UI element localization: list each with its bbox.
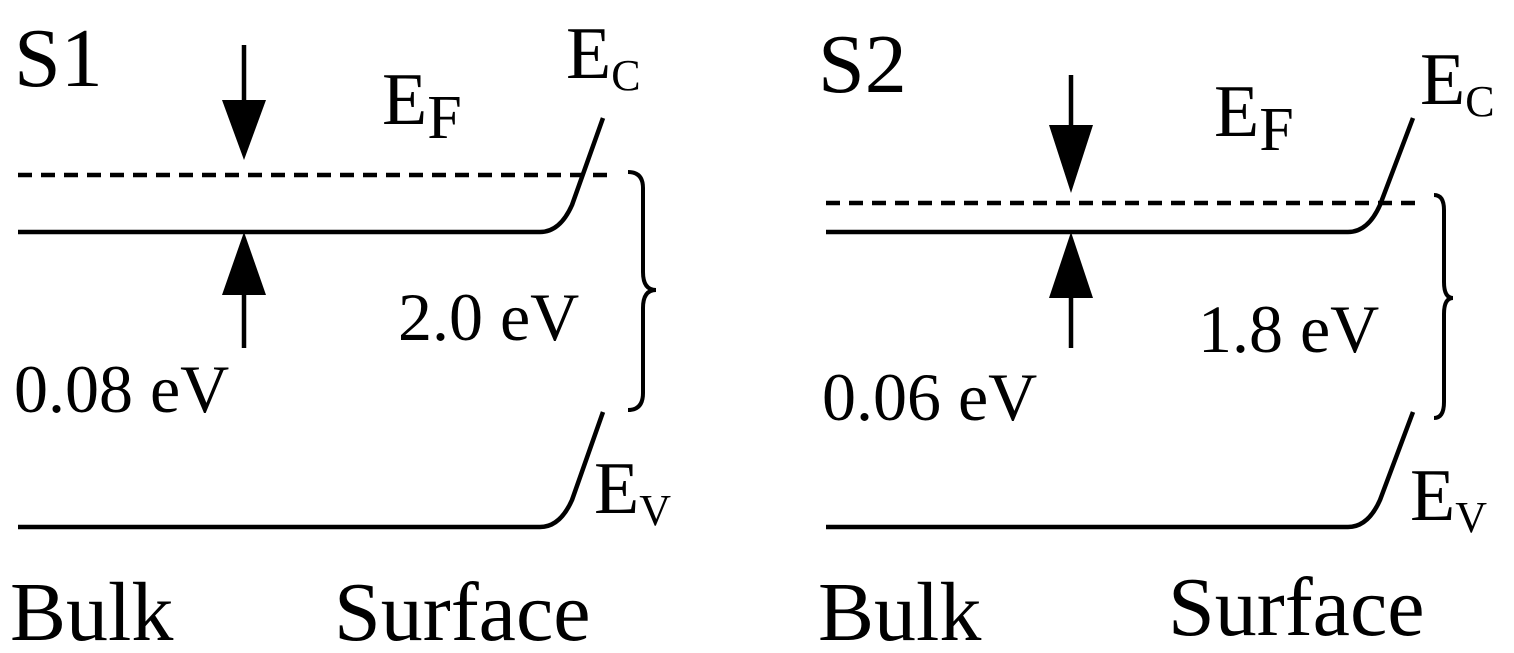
conduction-band-label: EC xyxy=(1420,39,1495,126)
panel-s1: S1 EF EC EV 0.08 eV 2.0 eV Bul xyxy=(10,12,671,653)
fermi-level-label: EF xyxy=(382,59,462,152)
valence-band-line xyxy=(18,411,606,530)
bulk-label: Bulk xyxy=(818,566,981,653)
arrow-down-icon xyxy=(1049,75,1093,193)
panel-s2: S2 EF EC EV 0.06 eV 1.8 eV Bul xyxy=(818,18,1495,653)
fermi-offset-label: 0.06 eV xyxy=(822,359,1037,435)
surface-label: Surface xyxy=(334,566,591,653)
conduction-band-line xyxy=(826,117,1416,235)
fermi-offset-label: 0.08 eV xyxy=(14,351,229,427)
conduction-band-label: EC xyxy=(566,13,641,100)
arrow-up-icon xyxy=(1049,232,1093,348)
band-gap-label: 1.8 eV xyxy=(1198,291,1379,367)
band-gap-label: 2.0 eV xyxy=(398,279,579,355)
arrow-up-icon xyxy=(222,232,266,348)
arrow-down-icon xyxy=(222,45,266,160)
band-gap-brace xyxy=(627,170,657,412)
surface-label: Surface xyxy=(1168,561,1425,653)
panel-title: S2 xyxy=(818,18,907,111)
bulk-label: Bulk xyxy=(10,566,173,653)
valence-band-label: EV xyxy=(594,448,671,535)
panel-title: S1 xyxy=(14,12,103,105)
band-gap-brace xyxy=(1433,193,1454,420)
conduction-band-line xyxy=(18,117,606,235)
valence-band-label: EV xyxy=(1410,455,1487,542)
fermi-level-label: EF xyxy=(1214,71,1294,164)
valence-band-line xyxy=(826,411,1416,530)
